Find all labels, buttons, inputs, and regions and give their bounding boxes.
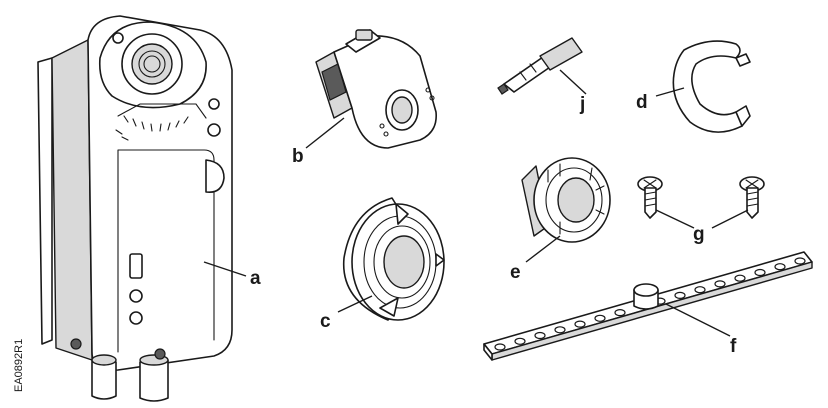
strip-stud [633,283,659,310]
label-c: c [320,311,331,332]
strip-hole [754,268,766,277]
leader-e [525,235,561,263]
strip-hole [534,331,546,340]
leader-b [305,117,345,149]
key-pin [497,37,583,95]
screw-right [739,176,765,219]
strip-hole [494,343,506,351]
strip-hole [514,337,526,345]
figure-code: EA0892R1 [13,339,25,392]
strip-hole [554,326,566,334]
leader-a [203,261,247,277]
strip-hole [694,286,706,294]
screw-left [637,176,663,219]
strip-holes [494,257,806,351]
label-d: d [636,92,648,113]
label-b: b [292,146,304,167]
shaft-clamp [315,29,437,149]
strip-hole [794,257,806,265]
leader-c [337,295,373,313]
strip-hole [714,280,726,288]
label-a: a [250,268,261,289]
strip-hole [734,274,746,282]
leader-g-left [655,209,695,229]
leader-f [665,303,731,337]
leader-g-right [711,209,749,229]
actuator-housing [37,15,233,402]
leader-d [655,87,685,97]
adapter-sleeve [521,157,611,243]
label-j: j [579,94,585,115]
strip-hole [774,263,786,271]
label-g: g [693,224,705,245]
strip-hole [594,314,606,322]
label-e: e [510,262,521,283]
strip-hole [614,309,626,317]
leader-j [559,69,587,95]
strip-hole [674,291,686,299]
strip-hole [574,320,586,328]
retaining-clip [672,40,751,133]
position-indicator [342,197,445,321]
label-f: f [730,336,737,357]
